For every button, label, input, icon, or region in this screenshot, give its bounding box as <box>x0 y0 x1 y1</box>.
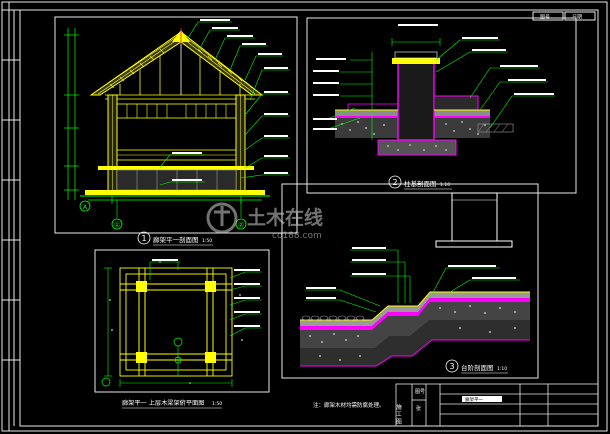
view-1-title-text: 廊架平一剖面图 <box>153 235 199 244</box>
axis-label-1: ① <box>114 221 120 229</box>
title-block-label: 施 工 图 <box>395 403 402 425</box>
view-4-frame <box>94 249 270 393</box>
view-1-title: 1 廊架平一剖面图 1:50 <box>137 231 213 246</box>
view-4-scale: 1:50 <box>212 401 222 407</box>
watermark-text: 土木在线 <box>247 206 323 229</box>
view-3-number: 3 <box>449 362 454 371</box>
view-1-number: 1 <box>141 234 146 243</box>
view-1-pavilion-section: ① ② A 1 廊架平一剖面图 1:50 <box>54 16 298 246</box>
leader-labels-view-2 <box>313 24 555 131</box>
bench <box>98 166 254 191</box>
title-block <box>395 383 599 427</box>
title-block-stamp2: 张 <box>416 405 421 412</box>
leader-labels-view-4 <box>149 259 262 337</box>
axis-label-a: A <box>83 204 88 211</box>
view-4-title-text: 廊架平一 上层木梁架俯平面图 <box>122 399 204 407</box>
title-block-stamp: 图号 <box>415 389 425 395</box>
view-2-footing-section: 2 柱基剖面图 1:10 <box>306 17 577 194</box>
view-4-beam-plan: 廊架平一 上层木梁架俯平面图 1:50 <box>94 249 270 409</box>
view-2-frame <box>306 17 577 194</box>
view-1-frame <box>54 16 298 234</box>
view-3-frame <box>281 183 539 379</box>
axis-label-2: ② <box>238 221 244 229</box>
view-3-title: 3 台阶剖面图 1:10 <box>445 359 508 374</box>
watermark-logo-icon <box>206 202 238 234</box>
view-3-title-text: 台阶剖面图 <box>461 363 494 372</box>
step-layers <box>300 291 530 367</box>
watermark: 土木在线 co188.com <box>206 202 323 241</box>
top-right-label-2: 日期 <box>572 15 582 21</box>
columns <box>107 94 246 193</box>
watermark-url: co188.com <box>272 231 322 241</box>
view-3-step-section: 3 台阶剖面图 1:10 <box>281 183 539 379</box>
view-1-scale: 1:50 <box>202 238 212 244</box>
leader-labels-view-3 <box>305 247 520 313</box>
title-block-text: 施 工 图 图号 张 廊架平一 <box>395 389 502 425</box>
roof <box>89 28 264 96</box>
view-2-number: 2 <box>392 178 397 187</box>
roof-truss <box>105 44 255 100</box>
leader-labels-view-1 <box>159 19 290 186</box>
footing-layers <box>335 51 514 156</box>
view-4-title: 廊架平一 上层木梁架俯平面图 1:50 <box>122 399 222 409</box>
view-3-scale: 1:10 <box>497 366 507 372</box>
axis-markers: ① ② A <box>79 200 247 230</box>
title-block-cell: 廊架平一 <box>465 396 483 403</box>
plan-axis-markers <box>101 337 183 387</box>
drawing-note: 注：廊架木材均需防腐处理。 <box>313 401 385 409</box>
view-2-scale: 1:10 <box>440 182 450 188</box>
pavilion-base <box>85 190 265 195</box>
plan-columns <box>136 281 216 363</box>
